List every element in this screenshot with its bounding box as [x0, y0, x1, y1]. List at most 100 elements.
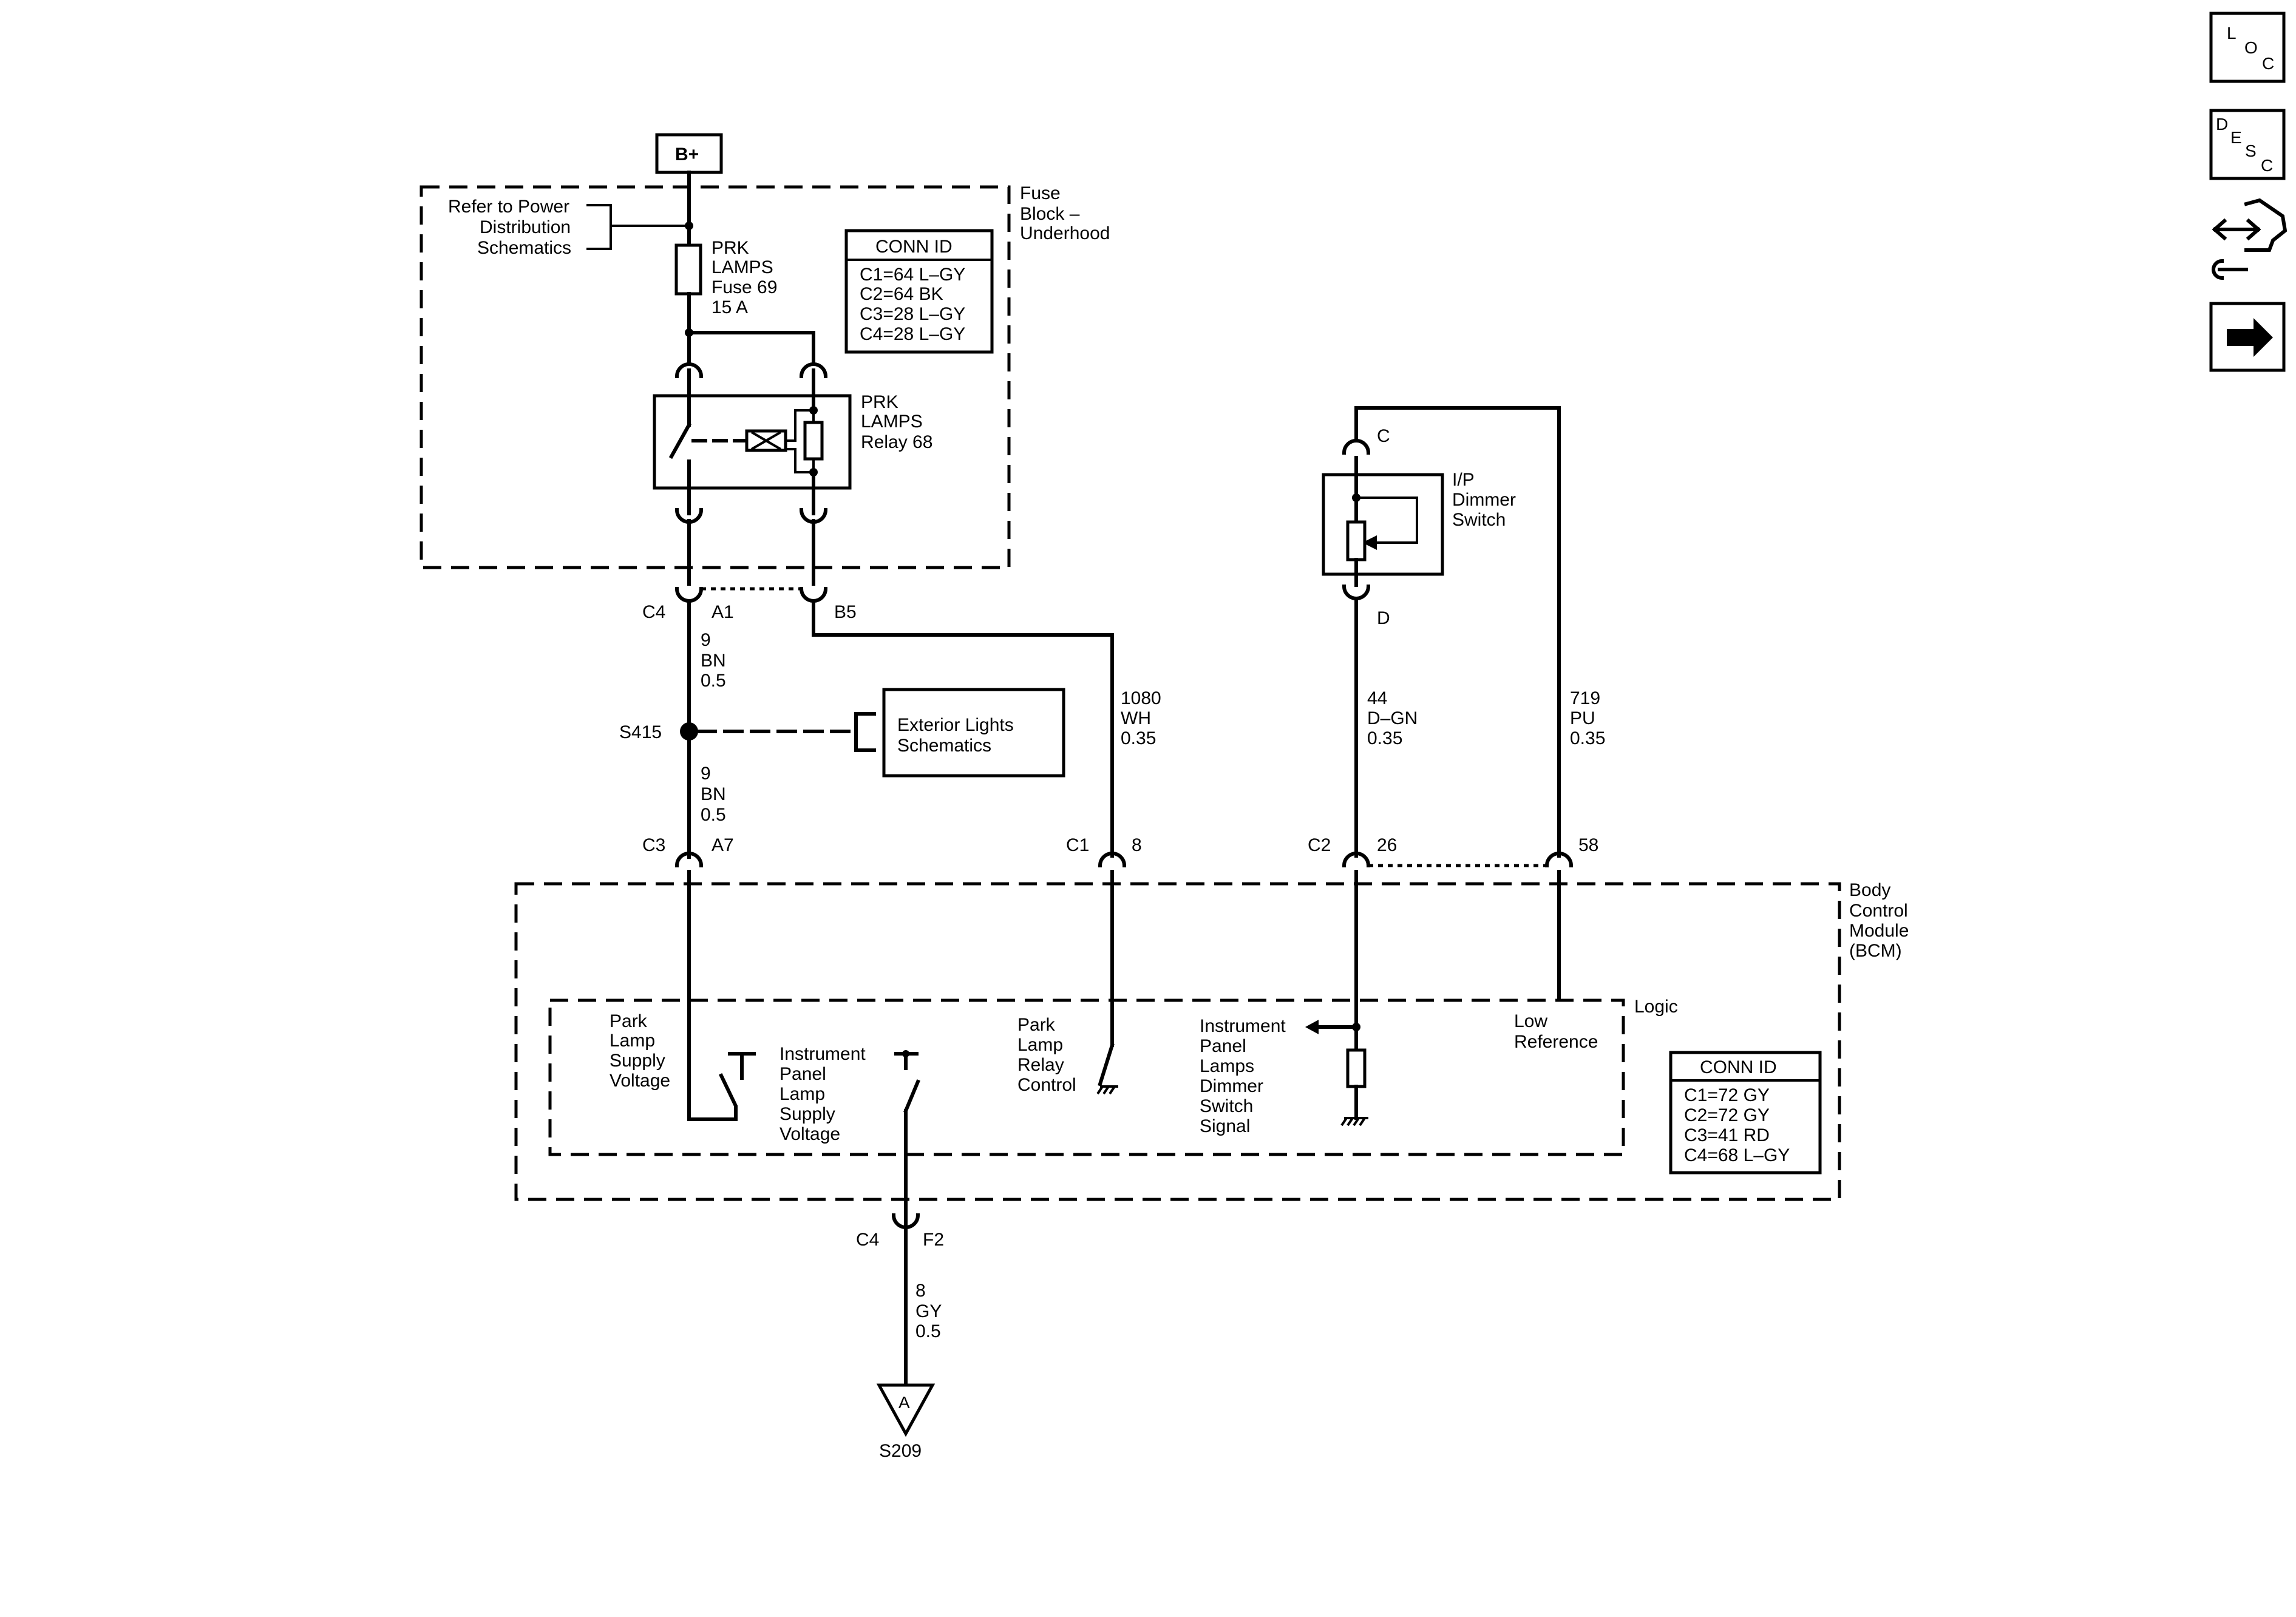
component-locator-icon[interactable] — [2212, 198, 2288, 280]
splice-s415: S415 — [619, 712, 876, 752]
svg-text:Body: Body — [1849, 880, 1890, 900]
svg-text:9: 9 — [701, 630, 711, 650]
svg-text:C3=28 L–GY: C3=28 L–GY — [860, 304, 965, 324]
park-lamp-supply-voltage-switch: Park Lamp Supply Voltage — [610, 1011, 756, 1121]
svg-text:C3=41 RD: C3=41 RD — [1684, 1125, 1770, 1145]
svg-text:C2=64 BK: C2=64 BK — [860, 284, 943, 304]
svg-text:Supply: Supply — [779, 1104, 835, 1124]
svg-text:CONN ID: CONN ID — [875, 237, 953, 257]
connector-c4-f2: C4 F2 — [856, 1213, 944, 1250]
svg-text:C1=72 GY: C1=72 GY — [1684, 1085, 1770, 1105]
fuse-block-label: Fuse Block – Underhood — [1020, 183, 1110, 243]
svg-text:Fuse 69: Fuse 69 — [712, 277, 777, 297]
connector-c3-a7: C3 A7 — [642, 835, 734, 868]
park-lamp-relay-control-driver: Park Lamp Relay Control — [1017, 1015, 1118, 1095]
next-page-button[interactable] — [2209, 302, 2286, 372]
svg-text:Lamps: Lamps — [1200, 1056, 1254, 1076]
svg-text:719: 719 — [1570, 688, 1600, 708]
svg-text:Dimmer: Dimmer — [1200, 1076, 1263, 1096]
svg-text:0.5: 0.5 — [701, 805, 726, 825]
svg-text:F2: F2 — [923, 1230, 944, 1250]
svg-text:CONN ID: CONN ID — [1700, 1057, 1777, 1077]
svg-text:C1: C1 — [1066, 835, 1089, 855]
svg-text:C2=72 GY: C2=72 GY — [1684, 1105, 1770, 1125]
svg-text:1080: 1080 — [1121, 688, 1161, 708]
svg-text:C: C — [1377, 426, 1390, 446]
svg-text:0.5: 0.5 — [915, 1321, 941, 1341]
svg-text:Block –: Block – — [1020, 204, 1080, 224]
svg-text:BN: BN — [701, 784, 726, 804]
svg-text:Panel: Panel — [1200, 1036, 1246, 1056]
svg-text:0.35: 0.35 — [1367, 728, 1402, 748]
svg-text:C4=28 L–GY: C4=28 L–GY — [860, 324, 965, 344]
svg-text:Park: Park — [1017, 1015, 1056, 1035]
svg-text:S209: S209 — [879, 1441, 922, 1461]
desc-button[interactable]: D E S C — [2209, 109, 2286, 180]
svg-text:S415: S415 — [619, 722, 662, 742]
svg-text:PU: PU — [1570, 708, 1595, 728]
wire-719-pu-label: 719 PU 0.35 — [1570, 688, 1605, 748]
svg-text:D: D — [1377, 608, 1390, 628]
low-reference-label: Low Reference — [1514, 1011, 1598, 1052]
desc-letter-c: C — [2261, 156, 2273, 175]
prk-lamps-fuse-69: PRK LAMPS Fuse 69 15 A — [674, 225, 777, 337]
svg-text:GY: GY — [915, 1301, 942, 1321]
svg-text:C3: C3 — [642, 835, 665, 855]
svg-text:Control: Control — [1017, 1075, 1076, 1095]
svg-text:0.35: 0.35 — [1570, 728, 1605, 748]
svg-text:C4: C4 — [642, 602, 665, 622]
svg-text:B5: B5 — [834, 602, 857, 622]
svg-text:Schematics: Schematics — [477, 238, 571, 258]
exterior-lights-schematics-ref[interactable]: Exterior Lights Schematics — [882, 688, 1065, 778]
svg-text:44: 44 — [1367, 688, 1387, 708]
svg-text:Switch: Switch — [1452, 510, 1506, 530]
svg-text:Voltage: Voltage — [610, 1071, 670, 1091]
refer-to-power-distribution: Refer to Power Distribution Schematics — [448, 197, 693, 258]
svg-text:Schematics: Schematics — [897, 736, 991, 756]
svg-text:PRK: PRK — [712, 238, 749, 258]
wire-44-dgn-label: 44 D–GN 0.35 — [1367, 688, 1418, 748]
svg-text:LAMPS: LAMPS — [861, 412, 923, 432]
conn-id-table-fuse-block: CONN ID C1=64 L–GY C2=64 BK C3=28 L–GY C… — [844, 229, 994, 354]
svg-text:C4: C4 — [856, 1230, 879, 1250]
svg-text:BN: BN — [701, 651, 726, 671]
svg-text:Lamp: Lamp — [779, 1084, 825, 1104]
svg-text:(BCM): (BCM) — [1849, 941, 1902, 961]
svg-text:I/P: I/P — [1452, 470, 1475, 490]
loc-letter-l: L — [2227, 24, 2237, 42]
wire-8-gy-label: 8 GY 0.5 — [915, 1281, 942, 1341]
loc-letter-o: O — [2244, 38, 2258, 57]
svg-text:Module: Module — [1849, 921, 1909, 941]
fuse-block-boundary — [419, 185, 1011, 569]
svg-text:C1=64 L–GY: C1=64 L–GY — [860, 265, 965, 285]
wire-9-bn-lower-label: 9 BN 0.5 — [701, 764, 726, 825]
svg-text:A7: A7 — [712, 835, 734, 855]
svg-text:Underhood: Underhood — [1020, 223, 1110, 243]
svg-text:Switch: Switch — [1200, 1096, 1253, 1116]
svg-text:Dimmer: Dimmer — [1452, 490, 1516, 510]
svg-text:Control: Control — [1849, 901, 1908, 921]
svg-text:Instrument: Instrument — [779, 1044, 866, 1064]
svg-text:8: 8 — [1132, 835, 1142, 855]
svg-text:15 A: 15 A — [712, 297, 748, 317]
desc-letter-d: D — [2216, 115, 2228, 134]
svg-text:Reference: Reference — [1514, 1032, 1598, 1052]
svg-text:D–GN: D–GN — [1367, 708, 1418, 728]
ip-lamp-supply-voltage-switch: Instrument Panel Lamp Supply Voltage — [779, 1044, 920, 1225]
wire-1080-wh-label: 1080 WH 0.35 — [1121, 688, 1161, 748]
svg-text:LAMPS: LAMPS — [712, 257, 773, 277]
svg-text:PRK: PRK — [861, 392, 898, 412]
bcm-label: Body Control Module (BCM) — [1849, 880, 1909, 961]
svg-text:9: 9 — [701, 764, 711, 784]
loc-button[interactable]: L O C — [2209, 12, 2286, 83]
svg-text:Lamp: Lamp — [1017, 1035, 1063, 1055]
ip-dimmer-switch: C I/P Dimmer Switch D — [1322, 426, 1516, 628]
svg-text:Refer to Power: Refer to Power — [448, 197, 569, 217]
svg-text:Exterior Lights: Exterior Lights — [897, 715, 1014, 735]
splice-s209-ground[interactable]: A S209 — [876, 1383, 936, 1461]
ip-dimmer-switch-signal-input: Instrument Panel Lamps Dimmer Switch Sig… — [1200, 1016, 1368, 1136]
svg-text:C2: C2 — [1308, 835, 1331, 855]
svg-text:0.5: 0.5 — [701, 671, 726, 691]
connector-c4-a1-b5: C4 A1 B5 — [642, 586, 857, 622]
bcm-boundary — [514, 882, 1841, 1201]
